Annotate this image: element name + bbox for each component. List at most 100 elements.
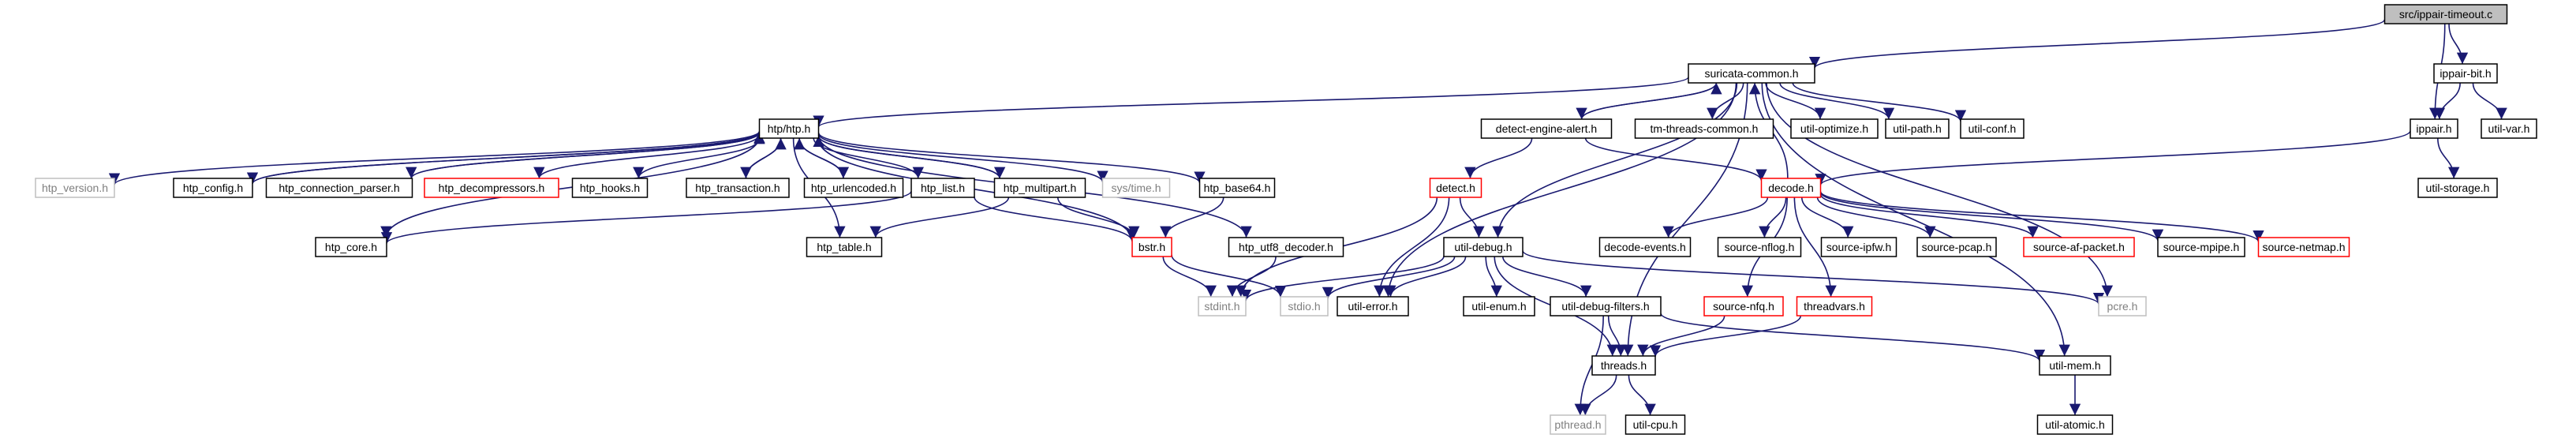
node-label: util-cpu.h	[1633, 418, 1678, 431]
node-label: sys/time.h	[1111, 182, 1161, 194]
node-util-atomic[interactable]: util-atomic.h	[2036, 414, 2114, 435]
node-stdint: stdint.h	[1198, 296, 1247, 317]
node-ippair-bit[interactable]: ippair-bit.h	[2433, 63, 2498, 84]
node-detect-engine-alert[interactable]: detect-engine-alert.h	[1480, 118, 1613, 139]
node-source-netmap[interactable]: source-netmap.h	[2257, 237, 2350, 257]
node-label: util-path.h	[1893, 122, 1941, 135]
node-htp-utf8-decoder[interactable]: htp_utf8_decoder.h	[1228, 237, 1344, 257]
node-box	[2383, 4, 2508, 24]
node-bstr[interactable]: bstr.h	[1131, 237, 1172, 257]
node-htp-decompressors[interactable]: htp_decompressors.h	[424, 178, 559, 198]
edge-detect_engine_alert-to-detect	[1464, 137, 1533, 179]
node-threadvars[interactable]: threadvars.h	[1796, 296, 1873, 317]
node-htp-urlencoded[interactable]: htp_urlencoded.h	[803, 178, 904, 198]
node-box	[1101, 178, 1171, 198]
node-label: suricata-common.h	[1704, 67, 1798, 80]
edge-suricata_common-to-htp	[813, 76, 1689, 128]
node-box	[2257, 237, 2350, 257]
node-util-mem[interactable]: util-mem.h	[2039, 355, 2111, 376]
node-label: util-var.h	[2488, 122, 2530, 135]
edge-suricata_common-to-util_mem	[1761, 82, 2070, 357]
node-source-ipfw[interactable]: source-ipfw.h	[1820, 237, 1897, 257]
edge-util_debug-to-util_enum	[1485, 256, 1502, 298]
node-htp-transaction[interactable]: htp_transaction.h	[686, 178, 790, 198]
node-decode-events[interactable]: decode-events.h	[1598, 237, 1692, 257]
node-source-nfq[interactable]: source-nfq.h	[1703, 296, 1784, 317]
edge-util_debug-to-pcre	[1522, 250, 2104, 305]
node-box	[571, 178, 649, 198]
node-detect[interactable]: detect.h	[1429, 178, 1482, 198]
edge-util_debug-to-stdint	[1239, 256, 1445, 302]
node-label: detect.h	[1436, 182, 1475, 194]
node-box	[1443, 237, 1524, 257]
edge-detect_engine_alert-to-decode	[1584, 137, 1767, 182]
node-box	[1198, 296, 1247, 317]
node-util-cpu[interactable]: util-cpu.h	[1624, 414, 1686, 435]
node-source-af-packet[interactable]: source-af-packet.h	[2023, 237, 2135, 257]
node-util-path[interactable]: util-path.h	[1885, 118, 1950, 139]
node-threads[interactable]: threads.h	[1591, 355, 1656, 376]
edge-suricata_common-to-util_path	[1779, 82, 1895, 120]
edge-suricata_common-to-pcre	[1766, 82, 2114, 298]
node-util-storage[interactable]: util-storage.h	[2417, 178, 2498, 198]
edge-root-to-ippair_bit	[2448, 23, 2469, 65]
node-box	[2023, 237, 2135, 257]
node-box	[806, 237, 883, 257]
node-htp-config[interactable]: htp_config.h	[173, 178, 253, 198]
node-box	[1550, 414, 1606, 435]
node-box	[1131, 237, 1172, 257]
node-htp-hooks[interactable]: htp_hooks.h	[571, 178, 649, 198]
node-label: ippair-bit.h	[2440, 67, 2491, 80]
node-ippair[interactable]: ippair.h	[2410, 118, 2458, 139]
node-box	[1820, 237, 1897, 257]
node-source-mpipe[interactable]: source-mpipe.h	[2157, 237, 2245, 257]
node-htp-connection-parser[interactable]: htp_connection_parser.h	[265, 178, 413, 198]
node-tm-threads-common[interactable]: tm-threads-common.h	[1634, 118, 1774, 139]
node-box	[1790, 118, 1879, 139]
node-htp-list[interactable]: htp_list.h	[910, 178, 975, 198]
node-suricata-common[interactable]: suricata-common.h	[1688, 63, 1815, 84]
node-pcre: pcre.h	[2098, 296, 2147, 317]
node-htp-multipart[interactable]: htp_multipart.h	[993, 178, 1086, 198]
node-util-optimize[interactable]: util-optimize.h	[1790, 118, 1879, 139]
node-box	[424, 178, 559, 198]
node-box	[1624, 414, 1686, 435]
edge-htp_config-to-htp	[252, 131, 765, 185]
node-box	[2036, 414, 2114, 435]
edge-htp-to-htp_version	[109, 130, 761, 185]
node-box	[1480, 118, 1613, 139]
node-label: threads.h	[1601, 359, 1647, 372]
node-util-error[interactable]: util-error.h	[1337, 296, 1409, 317]
node-util-conf[interactable]: util-conf.h	[1960, 118, 2025, 139]
node-htp[interactable]: htp/htp.h	[758, 118, 820, 139]
node-box	[1717, 237, 1802, 257]
edge-htp-to-htp_base64	[817, 132, 1206, 184]
edge-htp-to-bstr	[817, 137, 1138, 241]
node-htp-table[interactable]: htp_table.h	[806, 237, 883, 257]
edge-decode-to-threadvars	[1793, 197, 1837, 298]
edge-htp_multipart-to-bstr	[1056, 197, 1140, 238]
node-util-var[interactable]: util-var.h	[2481, 118, 2537, 139]
node-label: util-mem.h	[2049, 359, 2100, 372]
edge-ippair_bit-to-util_var	[2472, 82, 2507, 120]
node-box	[2433, 63, 2498, 84]
node-source-nflog[interactable]: source-nflog.h	[1717, 237, 1802, 257]
node-label: htp_base64.h	[1204, 182, 1271, 194]
node-util-enum[interactable]: util-enum.h	[1463, 296, 1535, 317]
node-util-debug-filters[interactable]: util-debug-filters.h	[1550, 296, 1662, 317]
node-label: source-mpipe.h	[2163, 241, 2240, 253]
node-box	[1228, 237, 1344, 257]
node-box	[2410, 118, 2458, 139]
node-htp-core[interactable]: htp_core.h	[315, 237, 387, 257]
node-decode[interactable]: decode.h	[1760, 178, 1822, 198]
node-label: util-debug-filters.h	[1561, 300, 1649, 313]
edge-detect_engine_alert-to-suricata_common	[1580, 82, 1722, 120]
node-stdio: stdio.h	[1280, 296, 1329, 317]
node-root[interactable]: src/ippair-timeout.c	[2383, 4, 2508, 24]
node-label: tm-threads-common.h	[1651, 122, 1759, 135]
edge-util_debug-to-util_debug_filters	[1502, 256, 1592, 298]
node-util-debug[interactable]: util-debug.h	[1443, 237, 1524, 257]
node-box	[1591, 355, 1656, 376]
node-source-pcap[interactable]: source-pcap.h	[1916, 237, 1997, 257]
node-htp-base64[interactable]: htp_base64.h	[1198, 178, 1276, 198]
